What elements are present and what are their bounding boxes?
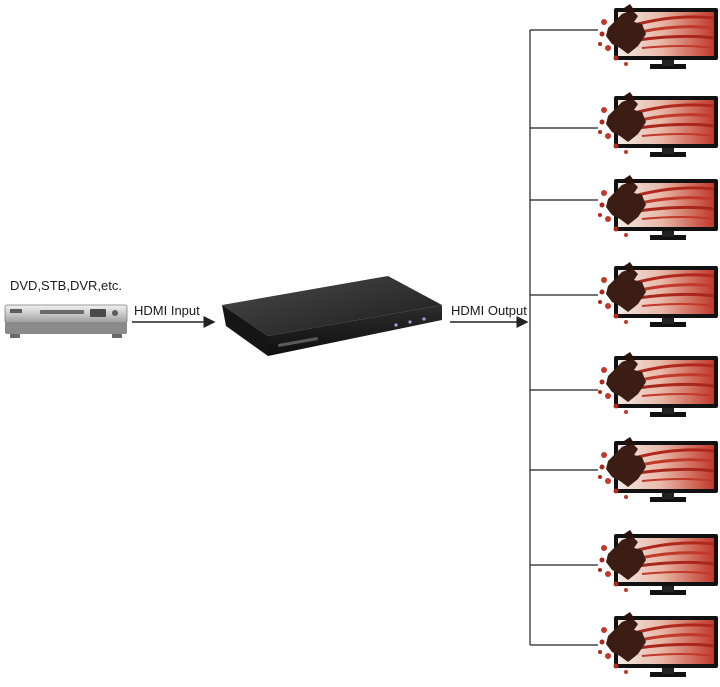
hdmi-splitter-icon (222, 276, 442, 356)
tv-display-2 (596, 90, 720, 159)
tv-display-5 (596, 350, 720, 419)
tv-display-3 (596, 173, 720, 242)
tv-display-8 (596, 610, 720, 679)
dvd-player-icon (4, 304, 128, 338)
tv-display-7 (596, 528, 720, 597)
output-branches (530, 29, 598, 646)
hdmi-output-label: HDMI Output (451, 303, 527, 318)
hdmi-input-label: HDMI Input (134, 303, 200, 318)
tv-display-6 (596, 435, 720, 504)
source-device-label: DVD,STB,DVR,etc. (10, 278, 122, 293)
tv-display-4 (596, 260, 720, 329)
tv-display-1 (596, 2, 720, 71)
